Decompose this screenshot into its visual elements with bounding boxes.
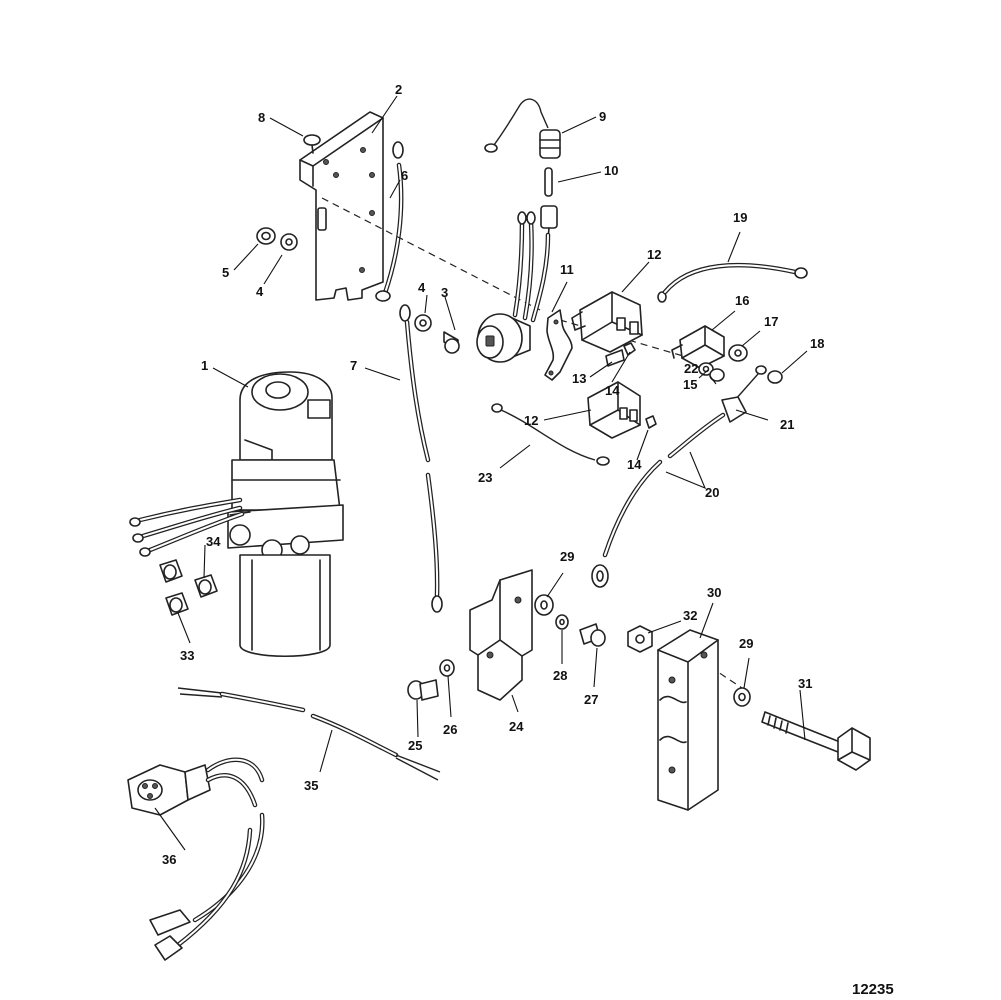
bolt-part-13	[605, 349, 625, 367]
solenoid-part-12-upper	[571, 291, 643, 353]
washer-part-22	[698, 362, 714, 376]
mounting-plate-part-2	[299, 111, 384, 301]
fitting-part-34-a	[159, 559, 183, 583]
screw-part-27	[579, 623, 606, 647]
screw-part-25	[407, 679, 439, 701]
nut-part-18	[767, 370, 783, 384]
callout-18: 18	[810, 336, 824, 351]
callout-16: 16	[735, 293, 749, 308]
callout-21: 21	[780, 417, 794, 432]
callout-25: 25	[408, 738, 422, 753]
callout-26: 26	[443, 722, 457, 737]
assembly-line-solenoid	[559, 319, 691, 359]
ground-strap-part-6	[375, 141, 404, 302]
fuse-part-10	[540, 167, 558, 251]
callout-29-lower: 29	[739, 636, 753, 651]
bracket-part-24	[469, 569, 533, 701]
callout-labels: 1 2 3 4 4 5 6 7 8 9 10 11 12 12 13 14 14…	[162, 82, 894, 998]
assembly-line-bolt	[699, 659, 746, 691]
washer-part-4-left	[280, 233, 298, 251]
cable-part-7	[399, 304, 443, 613]
wire-part-19	[657, 262, 808, 303]
circuit-breaker-part-16	[671, 325, 725, 369]
washer-part-4-mid	[414, 314, 432, 332]
washer-part-26	[439, 659, 455, 677]
callout-14-upper: 14	[605, 383, 620, 398]
callout-13: 13	[572, 371, 586, 386]
callout-11: 11	[560, 262, 574, 277]
callout-3: 3	[441, 285, 448, 300]
callout-6: 6	[401, 168, 408, 183]
drawing-number: 12235	[852, 981, 894, 998]
nut-part-14-lower	[645, 415, 657, 429]
callout-20: 20	[705, 485, 719, 500]
callout-12-lower: 12	[524, 413, 538, 428]
screw-part-3	[443, 331, 460, 354]
callout-7: 7	[350, 358, 357, 373]
callout-36: 36	[162, 852, 176, 867]
harness-wires	[512, 211, 551, 323]
solenoid-part-12-lower	[587, 381, 641, 439]
callout-4-mid: 4	[418, 280, 426, 295]
callout-17: 17	[764, 314, 778, 329]
round-connector	[476, 313, 531, 363]
nut-part-14-upper	[623, 342, 636, 356]
callout-23: 23	[478, 470, 492, 485]
cable-part-20	[591, 365, 767, 588]
callout-4-left: 4	[256, 284, 264, 299]
callout-12-upper: 12	[647, 247, 661, 262]
callout-28: 28	[553, 668, 567, 683]
callout-15: 15	[683, 377, 697, 392]
callout-31: 31	[798, 676, 812, 691]
pump-wires	[129, 497, 245, 557]
callout-24: 24	[509, 719, 524, 734]
block-part-30	[657, 629, 719, 811]
callout-9: 9	[599, 109, 606, 124]
leader-lines	[154, 95, 808, 851]
washer-part-29-upper	[534, 594, 554, 616]
callout-19: 19	[733, 210, 747, 225]
pump-motor-part-1	[227, 371, 344, 657]
callout-32: 32	[683, 608, 697, 623]
washer-part-29-lower	[733, 687, 751, 707]
callout-30: 30	[707, 585, 721, 600]
callout-1: 1	[201, 358, 208, 373]
fitting-part-33	[165, 592, 189, 616]
harness-part-35	[177, 687, 441, 781]
screw-part-8	[303, 134, 321, 154]
fitting-part-34-b	[194, 574, 218, 598]
bracket-part-11	[544, 309, 573, 381]
washer-part-17	[728, 344, 748, 362]
callout-8: 8	[258, 110, 265, 125]
jumper-wire-part-23	[491, 403, 610, 466]
callout-14-lower: 14	[627, 457, 642, 472]
callout-34: 34	[206, 534, 221, 549]
callout-22: 22	[684, 361, 698, 376]
assembly-line-plate	[321, 197, 541, 311]
harness-part-36	[127, 757, 265, 961]
callout-2: 2	[395, 82, 402, 97]
callout-27: 27	[584, 692, 598, 707]
nut-part-15	[709, 368, 725, 382]
callout-5: 5	[222, 265, 229, 280]
bushing-part-5	[256, 227, 276, 245]
callout-35: 35	[304, 778, 318, 793]
nut-part-32	[627, 625, 653, 653]
sender-wire-part-9	[484, 98, 561, 159]
callout-33: 33	[180, 648, 194, 663]
washer-part-28	[555, 614, 569, 630]
callout-29-upper: 29	[560, 549, 574, 564]
bolt-part-31	[761, 711, 871, 771]
callout-10: 10	[604, 163, 618, 178]
